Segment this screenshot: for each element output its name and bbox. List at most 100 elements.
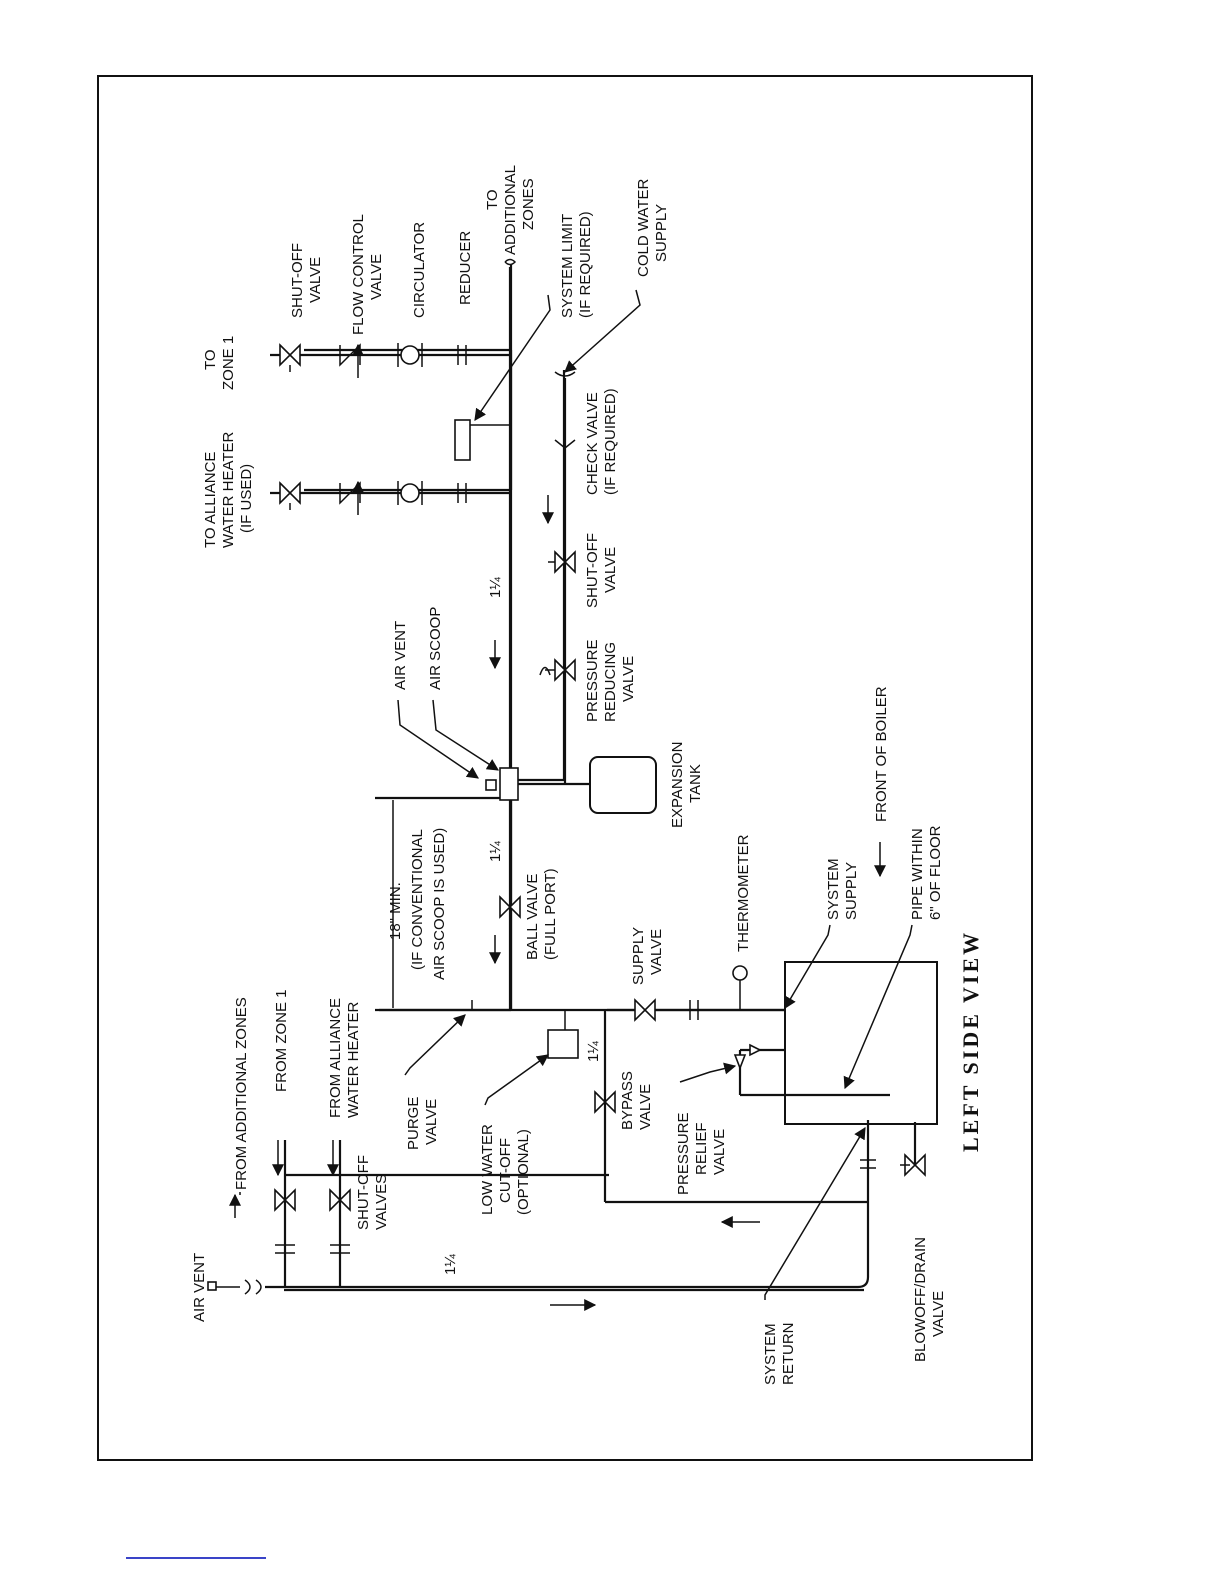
diagram-label: SHUT-OFFVALVES	[355, 1155, 390, 1230]
diagram-stroke	[749, 1043, 762, 1057]
diagram-label: FROM ZONE 1	[273, 989, 290, 1092]
diagram-label: AIR VENT	[392, 621, 409, 690]
relief-valve-icon[interactable]	[733, 1043, 762, 1071]
diagram-stroke	[499, 895, 521, 919]
diagram-label: VALVE	[423, 1099, 440, 1145]
diagram-label: FROM ADDITIONAL ZONES	[233, 997, 250, 1190]
diagram-stroke	[400, 483, 420, 503]
valve-icon[interactable]	[279, 343, 301, 372]
diagram-label: FLOW CONTROLVALVE	[350, 214, 385, 335]
diagram-label: VALVE	[620, 656, 637, 702]
diagram-label: TO ALLIANCEWATER HEATER(IF USED)	[202, 431, 255, 548]
boiler-box	[784, 961, 938, 1125]
pipe-break-icon	[554, 371, 576, 377]
diagram-label: REDUCING	[602, 642, 619, 722]
diagram-label: SHUT-OFFVALVE	[289, 243, 324, 318]
diagram-label: SUPPLY	[843, 862, 860, 920]
diagram-label: SYSTEM LIMIT(IF REQUIRED)	[559, 211, 594, 318]
valve-icon[interactable]	[329, 1188, 351, 1212]
diagram-stroke	[784, 924, 831, 1010]
diagram-label: 6" OF FLOOR	[927, 825, 944, 920]
air-vent-icon	[207, 1281, 217, 1291]
diagram-stroke	[404, 1014, 466, 1076]
diagram-stroke	[397, 699, 479, 779]
diagram-label: CIRCULATOR	[411, 222, 428, 318]
diagram-label: FROM ALLIANCEWATER HEATER	[327, 998, 362, 1118]
diagram-stroke	[279, 481, 301, 505]
diagram-label: WATER HEATER	[345, 1001, 362, 1118]
valve-icon[interactable]	[904, 1153, 926, 1177]
diagram-label: PRESSURE	[675, 1112, 692, 1195]
valve-icon[interactable]	[594, 1090, 616, 1114]
diagram-label: RELIEF	[693, 1122, 710, 1175]
diagram-label: (OPTIONAL)	[515, 1129, 532, 1215]
diagram-label: 18" MIN.	[387, 882, 404, 940]
diagram-label: SHUT-OFFVALVE	[584, 533, 619, 608]
diagram-label: BALL VALVE	[524, 874, 541, 960]
footer-rule	[126, 1557, 266, 1559]
diagram-stroke	[733, 1054, 747, 1071]
drawing-frame	[97, 75, 1033, 1461]
diagram-label: VALVE	[711, 1129, 728, 1175]
pipe-break-icon	[255, 1279, 262, 1295]
diagram-label: RETURN	[780, 1323, 797, 1386]
diagram-label: PRESSURERELIEFVALVE	[675, 1112, 728, 1195]
diagram-label: SUPPLYVALVE	[630, 927, 665, 985]
circulator-icon	[397, 343, 423, 367]
valve-icon[interactable]	[548, 550, 576, 574]
diagram-label: SYSTEMSUPPLY	[825, 858, 860, 920]
diagram-label: THERMOMETER	[735, 834, 752, 952]
diagram-label: SHUT-OFF	[355, 1155, 372, 1230]
diagram-label: (IF REQUIRED)	[602, 388, 619, 495]
circulator-icon	[397, 481, 423, 505]
diagram-label: BYPASSVALVE	[619, 1071, 654, 1130]
diagram-label: PRESSUREREDUCINGVALVE	[584, 639, 637, 722]
label-line: TO	[484, 189, 501, 210]
diagram-label: PURGEVALVE	[405, 1097, 440, 1150]
diagram-label: SYSTEM LIMIT	[559, 214, 576, 318]
valve-icon[interactable]	[279, 481, 301, 510]
diagram-label: VALVES	[373, 1174, 390, 1230]
diagram-stroke	[432, 699, 500, 771]
diagram-stroke	[279, 343, 301, 367]
diagram-label: ADDITIONAL	[502, 165, 519, 255]
diagram-stroke	[634, 998, 656, 1022]
union-icon	[275, 345, 876, 1254]
diagram-label: WATER HEATER	[220, 431, 237, 548]
diagram-label: ZONES	[520, 178, 537, 230]
diagram-label: TANK	[687, 764, 704, 803]
diagram-label: VALVE	[637, 1084, 654, 1130]
diagram-label: TOADDITIONALZONES	[484, 165, 537, 255]
valve-icon[interactable]	[539, 658, 576, 682]
diagram-stroke	[679, 1062, 737, 1083]
low-water-cutoff-icon	[547, 1029, 579, 1059]
diagram-label: SHUT-OFF	[289, 243, 306, 318]
pipe-size-label: 1¼	[585, 1041, 602, 1062]
diagram-label: TO ALLIANCE	[202, 452, 219, 548]
diagram-label: BLOWOFF/DRAIN	[912, 1237, 929, 1362]
diagram-label: TO	[202, 349, 219, 370]
valve-icon[interactable]	[634, 998, 656, 1022]
diagram-stroke	[904, 1153, 926, 1177]
diagram-label: SYSTEMRETURN	[762, 1323, 797, 1386]
diagram-label: LOW WATERCUT-OFF(OPTIONAL)	[479, 1124, 532, 1215]
pipe-break-icon	[504, 258, 517, 266]
diagram-stroke	[554, 658, 576, 682]
diagram-label: COLD WATER	[635, 178, 652, 277]
valve-icon[interactable]	[499, 895, 521, 919]
valve-icon[interactable]	[274, 1188, 296, 1212]
diagram-label: SYSTEM	[825, 858, 842, 920]
check-valve-icon	[554, 439, 576, 449]
pipe-size-label: 1¼	[487, 577, 504, 598]
diagram-title: LEFT SIDE VIEW	[958, 930, 983, 1152]
diagram-label: ZONE 1	[220, 336, 237, 390]
diagram-label: AIR VENT	[191, 1253, 208, 1322]
diagram-label: FLOW CONTROL	[350, 214, 367, 335]
piping	[284, 265, 864, 1292]
diagram-label: VALVE	[307, 257, 324, 303]
pipe-size-label: 1¼	[487, 841, 504, 862]
diagram-label: PURGE	[405, 1097, 422, 1150]
diagram-label: VALVE	[648, 929, 665, 975]
diagram-stroke	[843, 924, 913, 1090]
